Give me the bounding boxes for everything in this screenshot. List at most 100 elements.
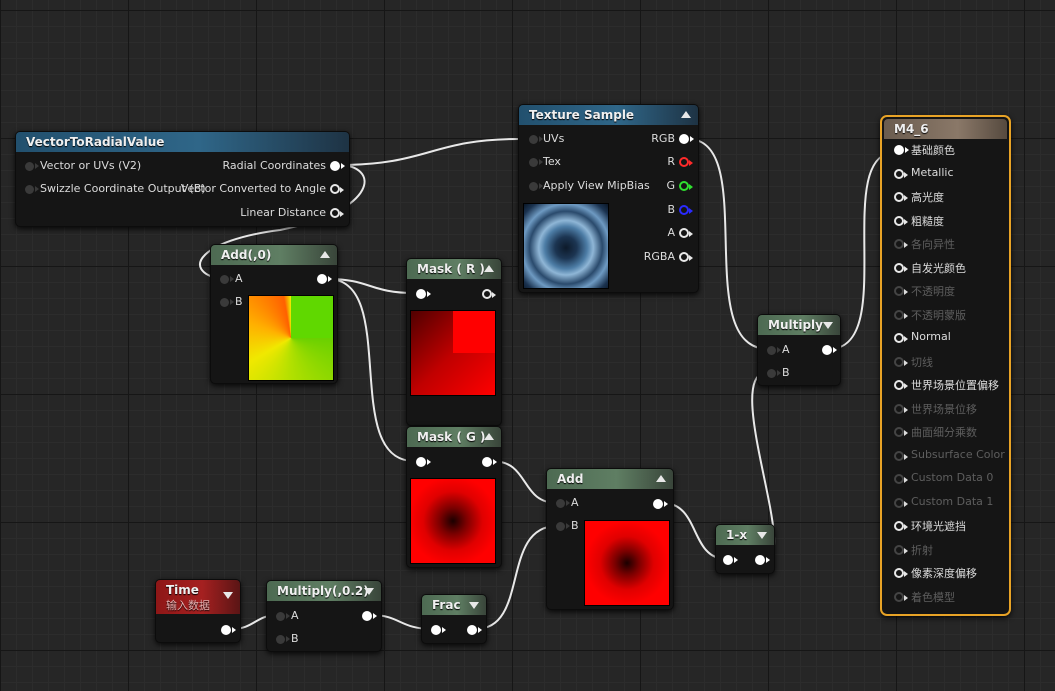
input-pin-b[interactable]	[220, 298, 229, 307]
output-pin-b[interactable]	[679, 205, 689, 215]
node-title[interactable]: Add	[547, 469, 673, 489]
input-pin-vector-uvs[interactable]	[25, 162, 34, 171]
input-pin-b[interactable]	[767, 369, 776, 378]
node-title[interactable]: M4_6	[884, 119, 1007, 139]
output-label: G	[666, 179, 675, 192]
result-input-label: 像素深度偏移	[911, 565, 977, 581]
result-input-pin[interactable]	[894, 263, 904, 273]
result-input-pin	[894, 239, 904, 249]
input-pin-a[interactable]	[220, 275, 229, 284]
output-pin-angle[interactable]	[330, 184, 340, 194]
input-pin[interactable]	[416, 457, 426, 467]
result-input-pin[interactable]	[894, 145, 904, 155]
collapse-arrow-icon[interactable]	[681, 111, 691, 118]
output-label: Vector Converted to Angle	[181, 182, 326, 195]
result-input-label: 世界场景位移	[911, 401, 977, 417]
collapse-arrow-icon[interactable]	[320, 251, 330, 258]
output-pin[interactable]	[482, 289, 492, 299]
mask-g-node[interactable]: Mask ( G )	[406, 426, 502, 568]
add-preview	[584, 520, 670, 606]
input-label: A	[291, 609, 299, 622]
input-pin-mipbias[interactable]	[529, 182, 538, 191]
result-input-pin[interactable]	[894, 216, 904, 226]
output-pin[interactable]	[317, 274, 327, 284]
result-input-label: Metallic	[911, 166, 954, 179]
result-input-label: 折射	[911, 542, 933, 558]
input-pin[interactable]	[431, 625, 441, 635]
result-input-label: 着色模型	[911, 589, 955, 605]
result-input-label: 高光度	[911, 189, 944, 205]
output-pin[interactable]	[482, 457, 492, 467]
input-label: B	[291, 632, 299, 645]
result-input-pin	[894, 427, 904, 437]
time-node[interactable]: Time 输入数据	[155, 579, 241, 643]
texture-sample-node[interactable]: Texture Sample UVs Tex Apply View MipBia…	[518, 104, 699, 293]
node-title[interactable]: VectorToRadialValue	[16, 132, 349, 152]
output-pin[interactable]	[362, 611, 372, 621]
add-zero-node[interactable]: Add(,0) A B	[210, 244, 338, 384]
output-pin[interactable]	[822, 345, 832, 355]
expand-arrow-icon[interactable]	[757, 532, 767, 539]
output-pin[interactable]	[221, 625, 231, 635]
result-input-pin[interactable]	[894, 169, 904, 179]
input-pin-swizzle[interactable]	[25, 185, 34, 194]
output-pin[interactable]	[467, 625, 477, 635]
expand-arrow-icon[interactable]	[223, 592, 233, 599]
result-input-pin[interactable]	[894, 568, 904, 578]
add-preview	[248, 295, 334, 381]
expand-arrow-icon[interactable]	[823, 322, 833, 329]
input-label: UVs	[543, 132, 564, 145]
input-pin-uvs[interactable]	[529, 135, 538, 144]
result-input-pin[interactable]	[894, 192, 904, 202]
input-pin[interactable]	[416, 289, 426, 299]
result-input-pin	[894, 451, 904, 461]
output-label: B	[667, 203, 675, 216]
input-label: A	[571, 496, 579, 509]
output-pin-g[interactable]	[679, 181, 689, 191]
mask-r-node[interactable]: Mask ( R )	[406, 258, 502, 426]
output-label: RGBA	[644, 250, 675, 263]
input-pin-tex[interactable]	[529, 158, 538, 167]
output-label: A	[667, 226, 675, 239]
expand-arrow-icon[interactable]	[469, 602, 479, 609]
collapse-arrow-icon[interactable]	[656, 475, 666, 482]
time-subtitle: 输入数据	[166, 599, 240, 613]
node-title[interactable]: Texture Sample	[519, 105, 698, 125]
input-pin[interactable]	[723, 555, 733, 565]
collapse-arrow-icon[interactable]	[484, 265, 494, 272]
result-input-pin[interactable]	[894, 380, 904, 390]
collapse-arrow-icon[interactable]	[484, 433, 494, 440]
node-title[interactable]: Add(,0)	[211, 245, 337, 265]
time-title: Time	[166, 583, 199, 597]
input-pin-a[interactable]	[276, 612, 285, 621]
output-pin-r[interactable]	[679, 157, 689, 167]
output-pin-radial[interactable]	[330, 161, 340, 171]
output-pin-linear-distance[interactable]	[330, 208, 340, 218]
result-input-pin[interactable]	[894, 521, 904, 531]
one-minus-x-node[interactable]: 1-x	[715, 524, 775, 574]
input-pin-a[interactable]	[767, 346, 776, 355]
expand-arrow-icon[interactable]	[364, 588, 374, 595]
result-input-pin	[894, 474, 904, 484]
vector-to-radial-value-node[interactable]: VectorToRadialValue Vector or UVs (V2) S…	[15, 131, 350, 227]
mask-r-preview	[410, 310, 496, 396]
multiply-02-node[interactable]: Multiply(,0.2) A B	[266, 580, 382, 652]
input-pin-b[interactable]	[556, 522, 565, 531]
output-pin-rgba[interactable]	[679, 252, 689, 262]
output-label: RGB	[651, 132, 675, 145]
multiply-node[interactable]: Multiply A B	[757, 314, 841, 386]
output-pin-a[interactable]	[679, 228, 689, 238]
add-node[interactable]: Add A B	[546, 468, 674, 610]
input-pin-a[interactable]	[556, 499, 565, 508]
output-pin[interactable]	[755, 555, 765, 565]
result-input-pin[interactable]	[894, 333, 904, 343]
output-pin[interactable]	[653, 499, 663, 509]
input-label: B	[782, 366, 790, 379]
frac-node[interactable]: Frac	[421, 594, 487, 644]
output-pin-rgb[interactable]	[679, 134, 689, 144]
mask-g-preview	[410, 478, 496, 564]
result-input-pin	[894, 545, 904, 555]
input-pin-b[interactable]	[276, 635, 285, 644]
